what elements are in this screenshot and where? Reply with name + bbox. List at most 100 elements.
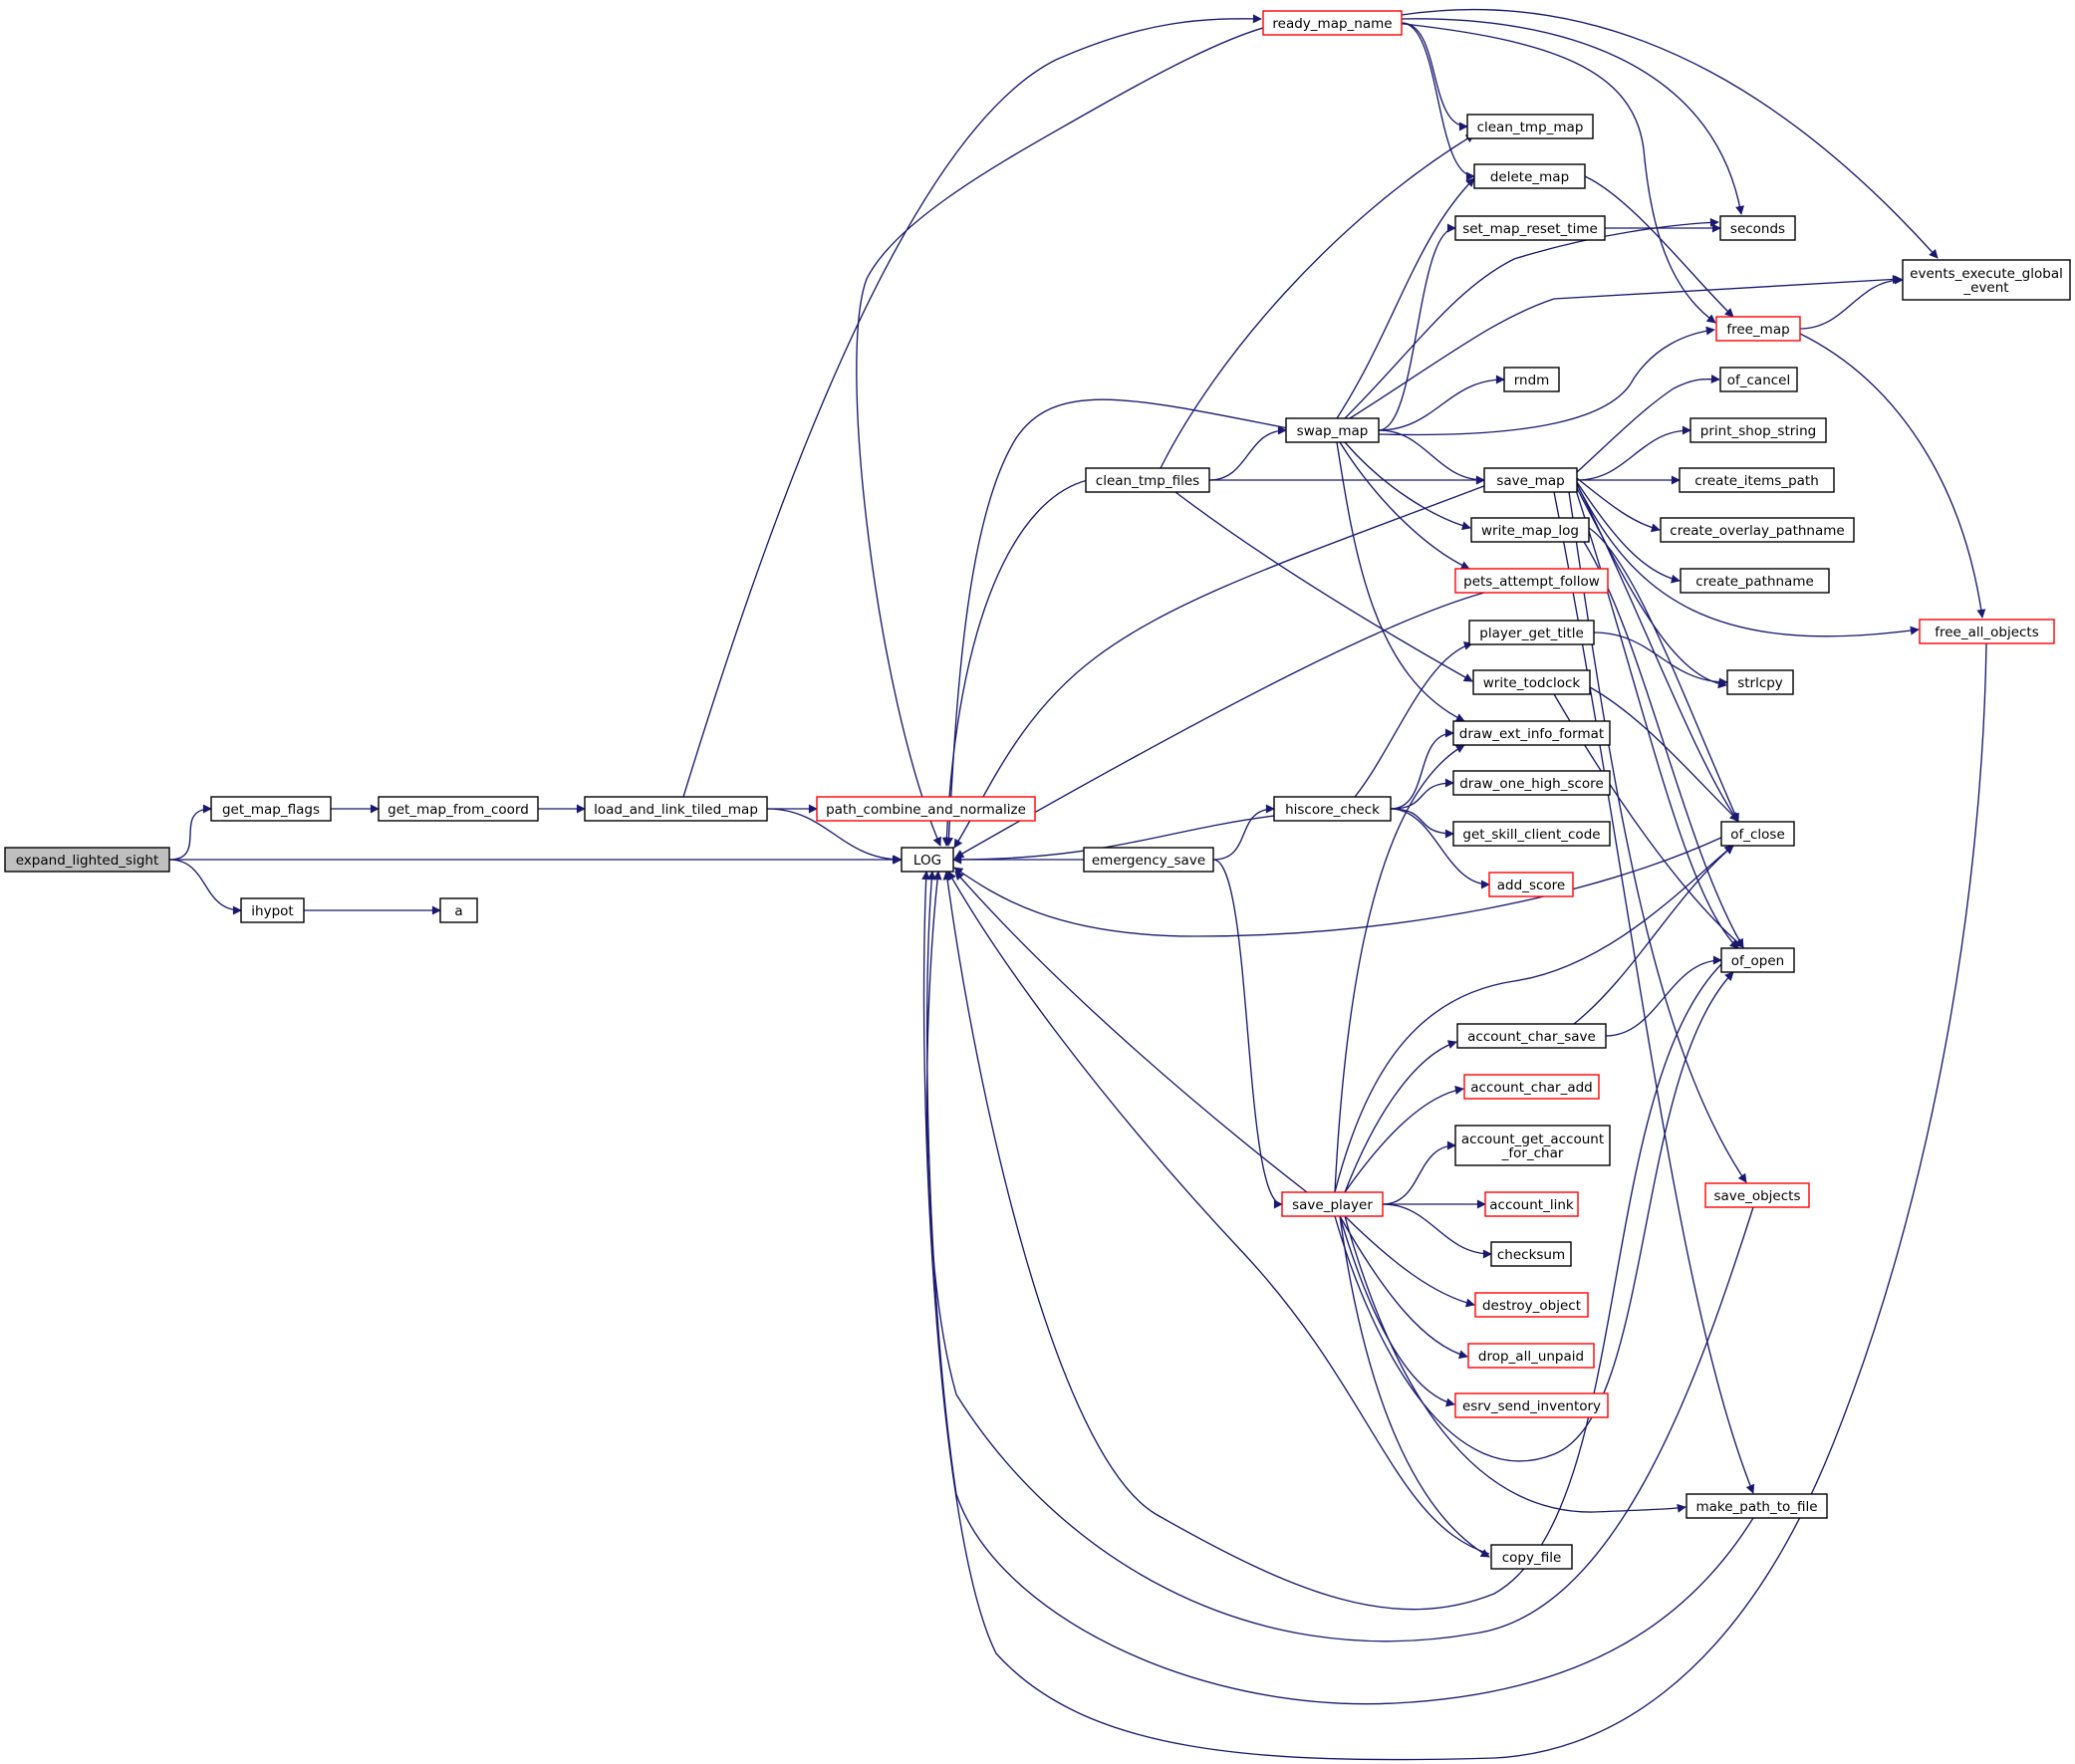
node-account-char-save[interactable]: account_char_save — [1456, 1023, 1607, 1049]
node-drop-all-unpaid[interactable]: drop_all_unpaid — [1467, 1343, 1595, 1369]
node-write-map-log[interactable]: write_map_log — [1470, 517, 1590, 543]
edge-line — [1576, 481, 1681, 584]
node-print-shop-string[interactable]: print_shop_string — [1689, 417, 1827, 443]
node-label: copy_file — [1502, 1550, 1562, 1566]
node-box — [1452, 770, 1611, 796]
node-account-get-account-for-char[interactable]: account_get_account_for_char — [1454, 1125, 1611, 1166]
node-make-path-to-file[interactable]: make_path_to_file — [1686, 1493, 1828, 1519]
node-box — [1488, 872, 1574, 897]
node-get-map-flags[interactable]: get_map_flags — [210, 796, 332, 822]
edge-line — [1390, 808, 1490, 889]
edge-line — [942, 871, 1722, 1611]
node-destroy-object[interactable]: destroy_object — [1474, 1292, 1589, 1318]
node-path-combine-and-normalize[interactable]: path_combine_and_normalize — [816, 796, 1036, 822]
edge-line — [925, 871, 1754, 1642]
node-box — [1726, 669, 1794, 695]
node-seconds[interactable]: seconds — [1719, 215, 1796, 241]
node-ready-map-name[interactable]: ready_map_name — [1262, 10, 1403, 36]
node-account-link[interactable]: account_link — [1484, 1191, 1579, 1217]
node-pets-attempt-follow[interactable]: pets_attempt_follow — [1454, 568, 1609, 594]
node-of-cancel[interactable]: of_cancel — [1719, 367, 1798, 392]
node-emergency-save[interactable]: emergency_save — [1083, 847, 1214, 873]
edge-line — [953, 483, 1490, 849]
node-events-execute-global-event[interactable]: events_execute_global_event — [1902, 259, 2071, 301]
node-create-items-path[interactable]: create_items_path — [1679, 467, 1835, 493]
node-box — [1490, 1544, 1573, 1570]
node-save-map[interactable]: save_map — [1483, 467, 1578, 493]
node-get-map-from-coord[interactable]: get_map_from_coord — [378, 796, 539, 822]
edge-line — [856, 22, 1286, 847]
node-of-close[interactable]: of_close — [1720, 821, 1795, 847]
node-free-map[interactable]: free_map — [1715, 316, 1801, 342]
edge-line — [1390, 778, 1454, 810]
edge-ready_map_name-to-free_map — [1394, 22, 1716, 324]
node-label: pets_attempt_follow — [1463, 574, 1600, 590]
edge-free_all_objects-to-LOG — [921, 642, 1987, 1761]
node-label: account_link — [1489, 1197, 1574, 1213]
edge-line — [1576, 477, 1661, 533]
node-load-and-link-tiled-map[interactable]: load_and_link_tiled_map — [584, 796, 768, 822]
node-save-player[interactable]: save_player — [1281, 1191, 1384, 1217]
node-expand-lighted-sight: expand_lighted_sight — [4, 847, 170, 873]
node-label: get_map_from_coord — [388, 802, 529, 818]
edge-ready_map_name-to-seconds — [1401, 18, 1744, 215]
node-checksum[interactable]: checksum — [1490, 1241, 1572, 1267]
edge-save_player-to-draw_ext_info_format — [1334, 744, 1465, 1193]
node-box — [1680, 568, 1830, 594]
edge-line — [1401, 18, 1744, 215]
node-player-get-title[interactable]: player_get_title — [1468, 620, 1595, 645]
node-clean-tmp-files[interactable]: clean_tmp_files — [1085, 467, 1210, 493]
node-box — [1281, 1191, 1384, 1217]
node-LOG[interactable]: LOG — [901, 847, 954, 873]
edge-ready_map_name-to-events_execute_global_event — [1401, 8, 1939, 259]
node-label: set_map_reset_time — [1462, 221, 1598, 237]
edge-line — [1354, 640, 1473, 798]
node-label: get_skill_client_code — [1462, 827, 1600, 843]
node-a[interactable]: a — [439, 897, 478, 923]
node-draw-ext-info-format[interactable]: draw_ext_info_format — [1452, 720, 1611, 746]
edge-expand_lighted_sight-to-get_map_flags — [168, 804, 212, 861]
node-draw-one-high-score[interactable]: draw_one_high_score — [1452, 770, 1611, 796]
node-free-all-objects[interactable]: free_all_objects — [1919, 619, 2055, 644]
edge-load_and_link_tiled_map-to-ready_map_name — [682, 14, 1262, 798]
node-box — [1490, 1241, 1572, 1267]
node-account-char-add[interactable]: account_char_add — [1463, 1074, 1600, 1100]
node-label: clean_tmp_map — [1477, 120, 1584, 135]
edge-ready_map_name-to-LOG — [856, 22, 1286, 847]
node-hiscore-check[interactable]: hiscore_check — [1273, 796, 1392, 822]
node-esrv-send-inventory[interactable]: esrv_send_inventory — [1454, 1392, 1609, 1418]
node-delete-map[interactable]: delete_map — [1473, 163, 1586, 189]
node-clean-tmp-map[interactable]: clean_tmp_map — [1466, 114, 1594, 139]
node-box — [1484, 1191, 1579, 1217]
node-box — [1679, 467, 1835, 493]
node-get-skill-client-code[interactable]: get_skill_client_code — [1452, 821, 1611, 847]
node-box — [1468, 620, 1595, 645]
node-strlcpy[interactable]: strlcpy — [1726, 669, 1794, 695]
edge-line — [1344, 217, 1719, 419]
node-label: account_char_add — [1470, 1080, 1593, 1096]
node-rndm[interactable]: rndm — [1503, 367, 1560, 392]
edge-account_char_save-to-of_close — [1573, 845, 1734, 1025]
edge-clean_tmp_files-to-LOG — [941, 479, 1089, 847]
node-label: a — [454, 903, 462, 919]
edge-save_player-to-destroy_object — [1344, 1215, 1475, 1308]
node-create-overlay-pathname[interactable]: create_overlay_pathname — [1660, 517, 1855, 543]
edge-of_open-to-LOG — [942, 871, 1722, 1611]
node-add-score[interactable]: add_score — [1488, 872, 1574, 897]
node-label: free_all_objects — [1935, 625, 2039, 640]
node-create-pathname[interactable]: create_pathname — [1680, 568, 1830, 594]
node-label: create_items_path — [1694, 473, 1819, 489]
node-set-map-reset-time[interactable]: set_map_reset_time — [1454, 215, 1606, 241]
node-save-objects[interactable]: save_objects — [1704, 1182, 1810, 1208]
node-box — [1470, 517, 1590, 543]
node-of-open[interactable]: of_open — [1720, 947, 1795, 973]
node-swap-map[interactable]: swap_map — [1285, 417, 1380, 443]
node-label: drop_all_unpaid — [1478, 1349, 1584, 1365]
node-copy-file[interactable]: copy_file — [1490, 1544, 1573, 1570]
edge-hiscore_check-to-draw_ext_info_format — [1390, 728, 1454, 810]
node-ihypot[interactable]: ihypot — [240, 897, 305, 923]
edge-swap_map-to-LOG — [943, 398, 1289, 847]
node-write-todclock[interactable]: write_todclock — [1472, 669, 1591, 695]
edge-swap_map-to-seconds — [1344, 217, 1719, 419]
node-box — [1456, 1023, 1607, 1049]
